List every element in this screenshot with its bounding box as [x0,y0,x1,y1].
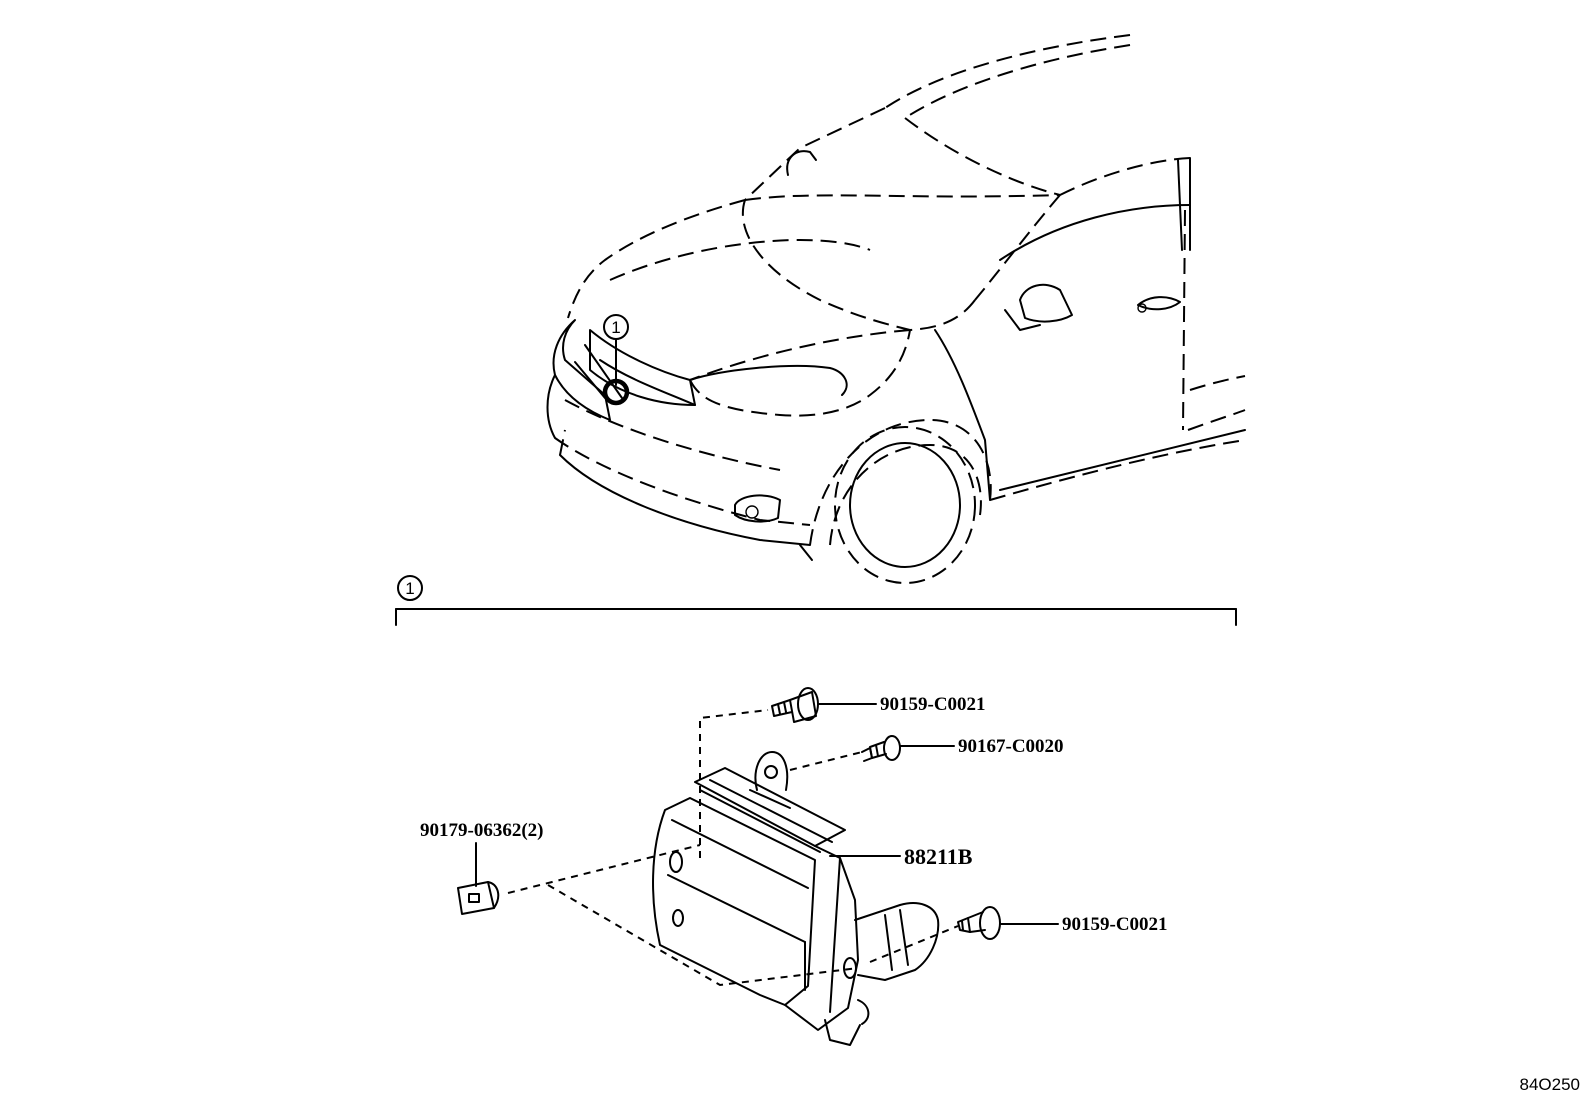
screw-icon [861,735,901,762]
part-number-bolt-top[interactable]: 90159-C0021 [880,694,986,715]
part-number-screw[interactable]: 90167-C0020 [958,736,1064,757]
callout-number-group: 1 [405,579,414,598]
sensor-location-marker [602,378,630,406]
callout-number-car: 1 [611,318,620,337]
assembly-group-bracket: 1 [395,575,1237,626]
bolt-top-icon [771,687,819,723]
radar-sensor-assembly [652,751,940,1046]
callout-circle-group [397,575,423,601]
leader-lines [475,703,1059,925]
part-number-main-unit[interactable]: 88211B [904,844,973,869]
bolt-bottom-icon [957,906,1001,940]
part-number-nut[interactable]: 90179-06362(2) [420,820,543,841]
vehicle-illustration: 1 [546,34,1246,584]
part-number-bolt-bottom[interactable]: 90159-C0021 [1062,914,1168,935]
clip-nut-icon [457,881,500,915]
assembly-guide-lines [507,709,959,987]
figure-reference-code: 84O250 [1520,1075,1581,1094]
